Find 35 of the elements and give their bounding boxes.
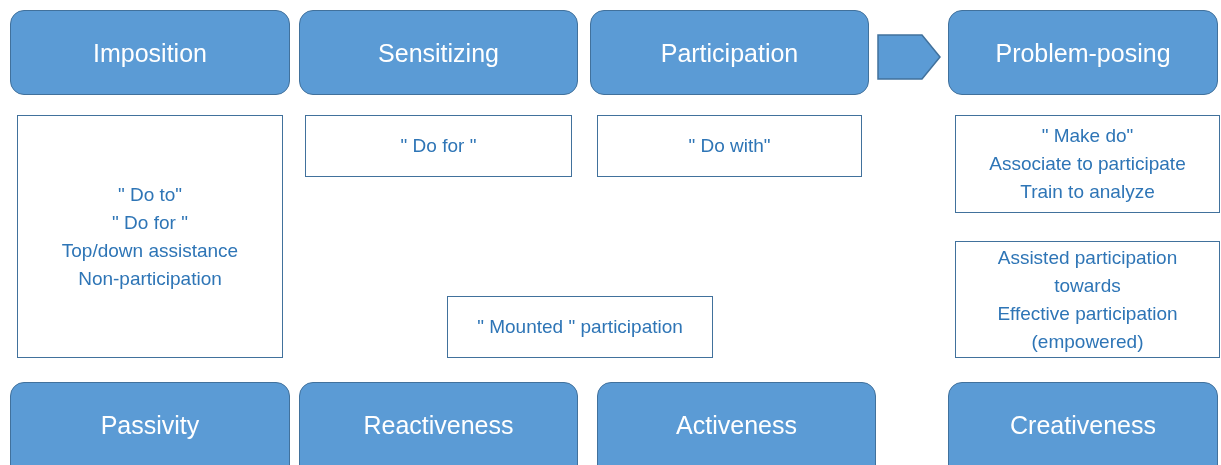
text-box [597,115,862,177]
stage-label: Participation [660,38,799,69]
stage-label: Passivity [100,410,200,441]
stage-box [597,382,876,465]
description-text: " Do for " [400,134,477,158]
stage-label: Sensitizing [378,38,499,69]
stage-box [948,382,1218,465]
description-text: " Do with" [688,134,771,158]
stage-label: Imposition [93,38,207,69]
stage-label: Activeness [676,410,797,441]
description-text: " Do to" [117,182,183,207]
stage-label: Reactiveness [363,410,514,441]
stage-box [10,382,290,465]
description-text: " Make do" [1041,124,1134,148]
description-text: Associate to participate [989,152,1186,176]
stage-box [299,10,578,95]
description-text: Non-participation [78,266,222,291]
stage-box [948,10,1218,95]
description-text: Assisted participation towards [996,245,1179,298]
text-box [955,115,1220,213]
text-box [447,296,713,358]
stage-label: Creativeness [1010,410,1156,441]
description-text: " Do for " [112,210,188,235]
text-box [305,115,572,177]
stage-box [10,10,290,95]
stage-label: Problem-posing [995,38,1171,69]
description-text: Top/down assistance [61,238,239,263]
stage-box [590,10,869,95]
description-text: Train to analyze [1020,180,1155,204]
text-box [955,241,1220,358]
description-text: Effective participation (empowered) [996,301,1179,354]
stage-box [299,382,578,465]
text-box [17,115,283,358]
description-text: " Mounted " participation [477,315,683,339]
chevron-arrow [877,34,941,80]
